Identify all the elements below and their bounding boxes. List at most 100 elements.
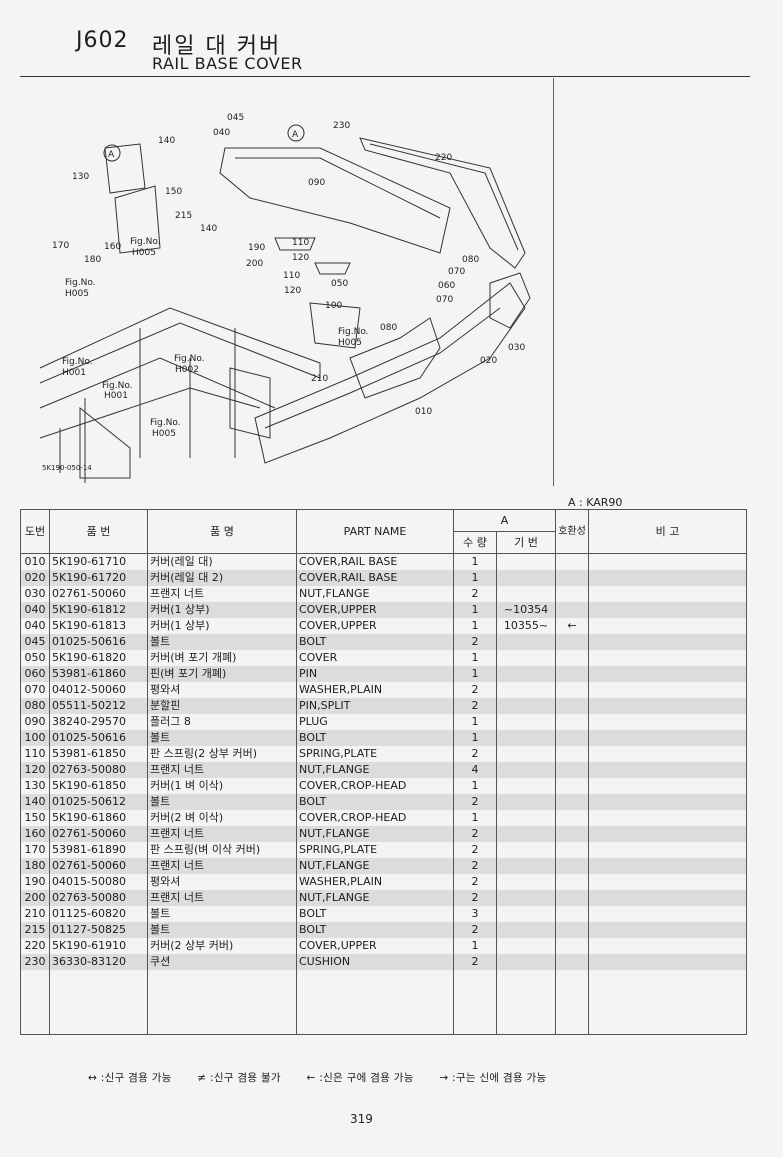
row-part-name: COVER,UPPER	[296, 938, 454, 954]
row-part-name: BOLT	[296, 922, 454, 938]
col-header-serial: 기 번	[496, 531, 556, 554]
callout-label: 080	[462, 255, 479, 265]
drawing-code: 5K190-050-14	[42, 464, 92, 472]
col-header-part-no: 품 번	[49, 509, 148, 554]
view-mark-a: A	[292, 130, 299, 140]
col-header-name-ko: 품 명	[147, 509, 297, 554]
callout-label: 040	[213, 128, 230, 138]
table-row-empty	[20, 970, 747, 986]
row-part-name: SPRING,PLATE	[296, 746, 454, 762]
row-interchange	[555, 682, 589, 698]
row-part-name: COVER,CROP-HEAD	[296, 810, 454, 826]
empty-cell	[49, 1018, 148, 1035]
row-remarks	[588, 618, 747, 634]
fig-ref-label: Fig.No.	[150, 418, 181, 428]
callout-label: 110	[283, 271, 300, 281]
row-interchange	[555, 602, 589, 618]
row-part-number: 5K190-61710	[49, 553, 148, 570]
row-part-name: NUT,FLANGE	[296, 858, 454, 874]
empty-cell	[49, 970, 148, 986]
title-english: RAIL BASE COVER	[152, 54, 303, 73]
row-part-name: BOLT	[296, 906, 454, 922]
callout-label: 050	[331, 279, 348, 289]
row-qty: 2	[453, 746, 497, 762]
row-part-name: NUT,FLANGE	[296, 890, 454, 906]
callout-label: 010	[415, 407, 432, 417]
empty-cell	[20, 1002, 50, 1018]
row-serial	[496, 938, 556, 954]
empty-cell	[453, 1018, 497, 1035]
row-remarks	[588, 553, 747, 570]
row-part-number: 02761-50060	[49, 858, 148, 874]
row-remarks	[588, 666, 747, 682]
row-serial: 10355~	[496, 618, 556, 634]
row-part-name: PLUG	[296, 714, 454, 730]
empty-cell	[49, 986, 148, 1002]
row-part-name: NUT,FLANGE	[296, 826, 454, 842]
empty-cell	[453, 986, 497, 1002]
callout-label: 120	[284, 286, 301, 296]
row-serial	[496, 730, 556, 746]
row-part-number: 53981-61850	[49, 746, 148, 762]
row-qty: 2	[453, 842, 497, 858]
empty-cell	[496, 986, 556, 1002]
empty-cell	[496, 970, 556, 986]
empty-cell	[20, 986, 50, 1002]
row-no: 100	[20, 730, 50, 746]
fig-ref-label: Fig.No.	[102, 381, 133, 391]
empty-cell	[296, 1002, 454, 1018]
empty-cell	[453, 1002, 497, 1018]
interchange-legend: ↔ :신구 겸용 가능 ≠ :신구 겸용 불가 ← :신은 구에 겸용 가능 →…	[88, 1070, 568, 1085]
row-serial	[496, 826, 556, 842]
row-remarks	[588, 586, 747, 602]
callout-label: 160	[104, 242, 121, 252]
empty-cell	[588, 1018, 747, 1035]
row-remarks	[588, 874, 747, 890]
row-name-ko: 커버(2 벼 이삭)	[147, 810, 297, 826]
row-qty: 2	[453, 858, 497, 874]
row-part-number: 36330-83120	[49, 954, 148, 970]
empty-cell	[555, 970, 589, 986]
row-part-name: PIN,SPLIT	[296, 698, 454, 714]
legend-item: ≠ :신구 겸용 불가	[197, 1072, 281, 1084]
row-remarks	[588, 602, 747, 618]
row-part-number: 38240-29570	[49, 714, 148, 730]
section-code: J602	[76, 28, 129, 53]
col-header-qty: 수 량	[453, 531, 497, 554]
row-qty: 1	[453, 714, 497, 730]
row-serial	[496, 586, 556, 602]
row-interchange	[555, 746, 589, 762]
row-part-number: 53981-61860	[49, 666, 148, 682]
callout-label: 220	[435, 153, 452, 163]
row-part-number: 01125-60820	[49, 906, 148, 922]
row-remarks	[588, 650, 747, 666]
row-part-number: 04015-50080	[49, 874, 148, 890]
callout-label: 170	[52, 241, 69, 251]
row-interchange: ←	[555, 618, 589, 634]
fig-ref-value: H001	[62, 368, 86, 378]
fig-ref-value: H005	[338, 338, 362, 348]
row-interchange	[555, 890, 589, 906]
empty-cell	[496, 1018, 556, 1035]
row-serial	[496, 650, 556, 666]
fig-ref-value: H001	[104, 391, 128, 401]
callout-label: 130	[72, 172, 89, 182]
row-serial	[496, 778, 556, 794]
row-no: 150	[20, 810, 50, 826]
row-part-name: BOLT	[296, 634, 454, 650]
exploded-parts-diagram: 045 040 140 130 150 215 140 170 160 180 …	[39, 113, 531, 483]
empty-cell	[496, 1002, 556, 1018]
row-name-ko: 판 스프링(2 상부 커버)	[147, 746, 297, 762]
col-header-part-name: PART NAME	[296, 509, 454, 554]
row-remarks	[588, 922, 747, 938]
empty-cell	[49, 1002, 148, 1018]
title-korean: 레일 대 커버	[152, 34, 282, 59]
callout-label: 020	[480, 356, 497, 366]
